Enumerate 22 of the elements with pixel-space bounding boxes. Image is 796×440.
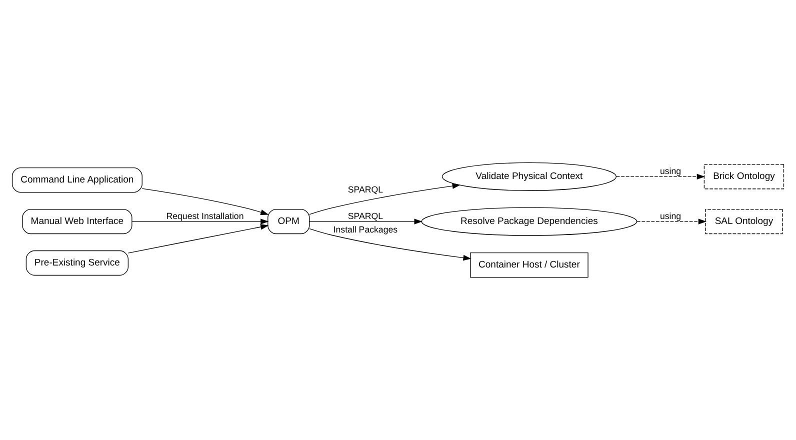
arrow <box>309 183 461 215</box>
edge-label: SPARQL <box>348 184 384 195</box>
arrow <box>309 218 422 224</box>
arrow <box>128 224 269 254</box>
node-box: Command Line Application <box>12 167 142 193</box>
edge-label: Install Packages <box>333 224 398 235</box>
arrow <box>616 174 706 180</box>
node-box: Brick Ontology <box>704 164 784 190</box>
arrow <box>142 188 269 215</box>
node-ellipse: Resolve Package Dependencies <box>421 207 638 236</box>
node-box: SAL Ontology <box>705 208 783 234</box>
edge-label: using <box>660 166 682 176</box>
node-box: Pre-Existing Service <box>26 250 129 276</box>
node-box: OPM <box>268 208 310 234</box>
edge-label: SPARQL <box>348 211 384 222</box>
edge-label: using <box>660 211 682 222</box>
node-box: Container Host / Cluster <box>470 252 588 278</box>
arrow <box>309 228 472 261</box>
node-box: Manual Web Interface <box>22 208 132 234</box>
edge-label: Request Installation <box>166 211 244 222</box>
arrow <box>132 218 269 224</box>
arrow <box>636 218 707 224</box>
